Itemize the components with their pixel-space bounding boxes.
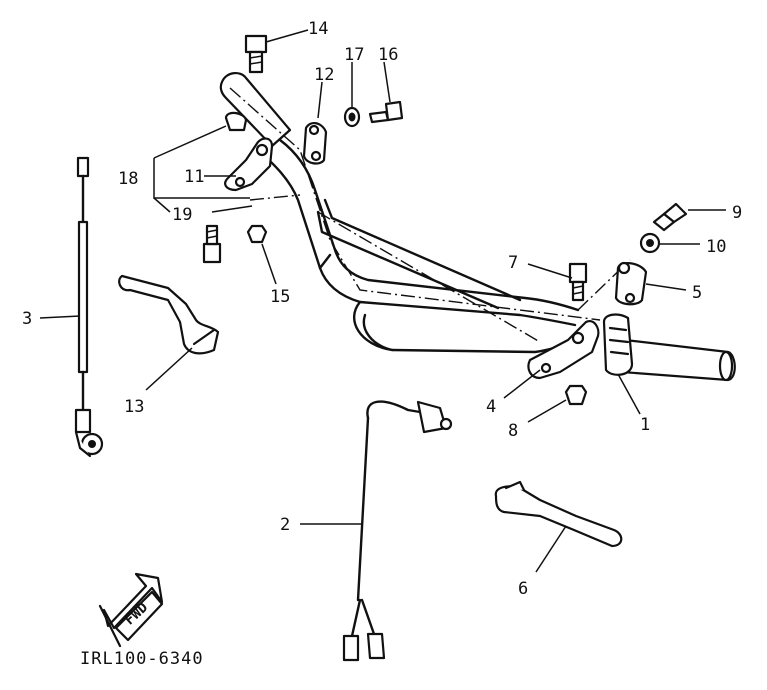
handlebar xyxy=(219,72,736,382)
brake-lever xyxy=(494,480,623,548)
callout-16: 16 xyxy=(378,45,398,65)
throttle-housing xyxy=(602,313,634,376)
leader-lines xyxy=(39,29,726,573)
fwd-arrow-icon xyxy=(98,572,164,648)
clutch-lever xyxy=(118,274,220,355)
clutch-lever-holder xyxy=(224,111,274,192)
callout-18: 18 xyxy=(118,169,138,189)
callout-12: 12 xyxy=(314,65,334,85)
brake-lever-holder xyxy=(527,320,600,380)
callout-8: 8 xyxy=(508,421,518,441)
callout-labels: 1 2 3 4 5 6 7 8 9 10 11 12 13 14 15 16 1… xyxy=(22,19,742,599)
nut-8 xyxy=(564,384,588,406)
bolt-9 xyxy=(652,202,688,232)
callout-17: 17 xyxy=(344,45,364,65)
washer-17 xyxy=(343,106,361,128)
callout-14: 14 xyxy=(308,19,328,39)
callout-13: 13 xyxy=(124,397,144,417)
callout-2: 2 xyxy=(280,515,290,535)
right-grip xyxy=(620,338,736,382)
brake-switch-wire xyxy=(342,400,453,662)
callout-15: 15 xyxy=(270,287,290,307)
callout-3: 3 xyxy=(22,309,32,329)
nut-15 xyxy=(246,224,268,244)
callout-4: 4 xyxy=(486,397,496,417)
holder-clamp xyxy=(614,261,648,306)
callout-11: 11 xyxy=(184,167,204,187)
callout-1: 1 xyxy=(640,415,650,435)
callout-10: 10 xyxy=(706,237,726,257)
callout-7: 7 xyxy=(508,253,518,273)
bolt-7 xyxy=(568,262,588,302)
left-grip xyxy=(219,72,292,148)
figure-code: IRL100-6340 xyxy=(80,649,204,669)
bolt-16 xyxy=(368,100,404,124)
clamp-12 xyxy=(302,122,328,165)
bolt-14 xyxy=(244,34,268,74)
bolt-19 xyxy=(202,224,222,264)
callout-5: 5 xyxy=(692,283,702,303)
callout-6: 6 xyxy=(518,579,528,599)
callout-9: 9 xyxy=(732,203,742,223)
callout-19: 19 xyxy=(172,205,192,225)
washer-10 xyxy=(639,232,661,254)
clutch-cable xyxy=(74,156,104,458)
